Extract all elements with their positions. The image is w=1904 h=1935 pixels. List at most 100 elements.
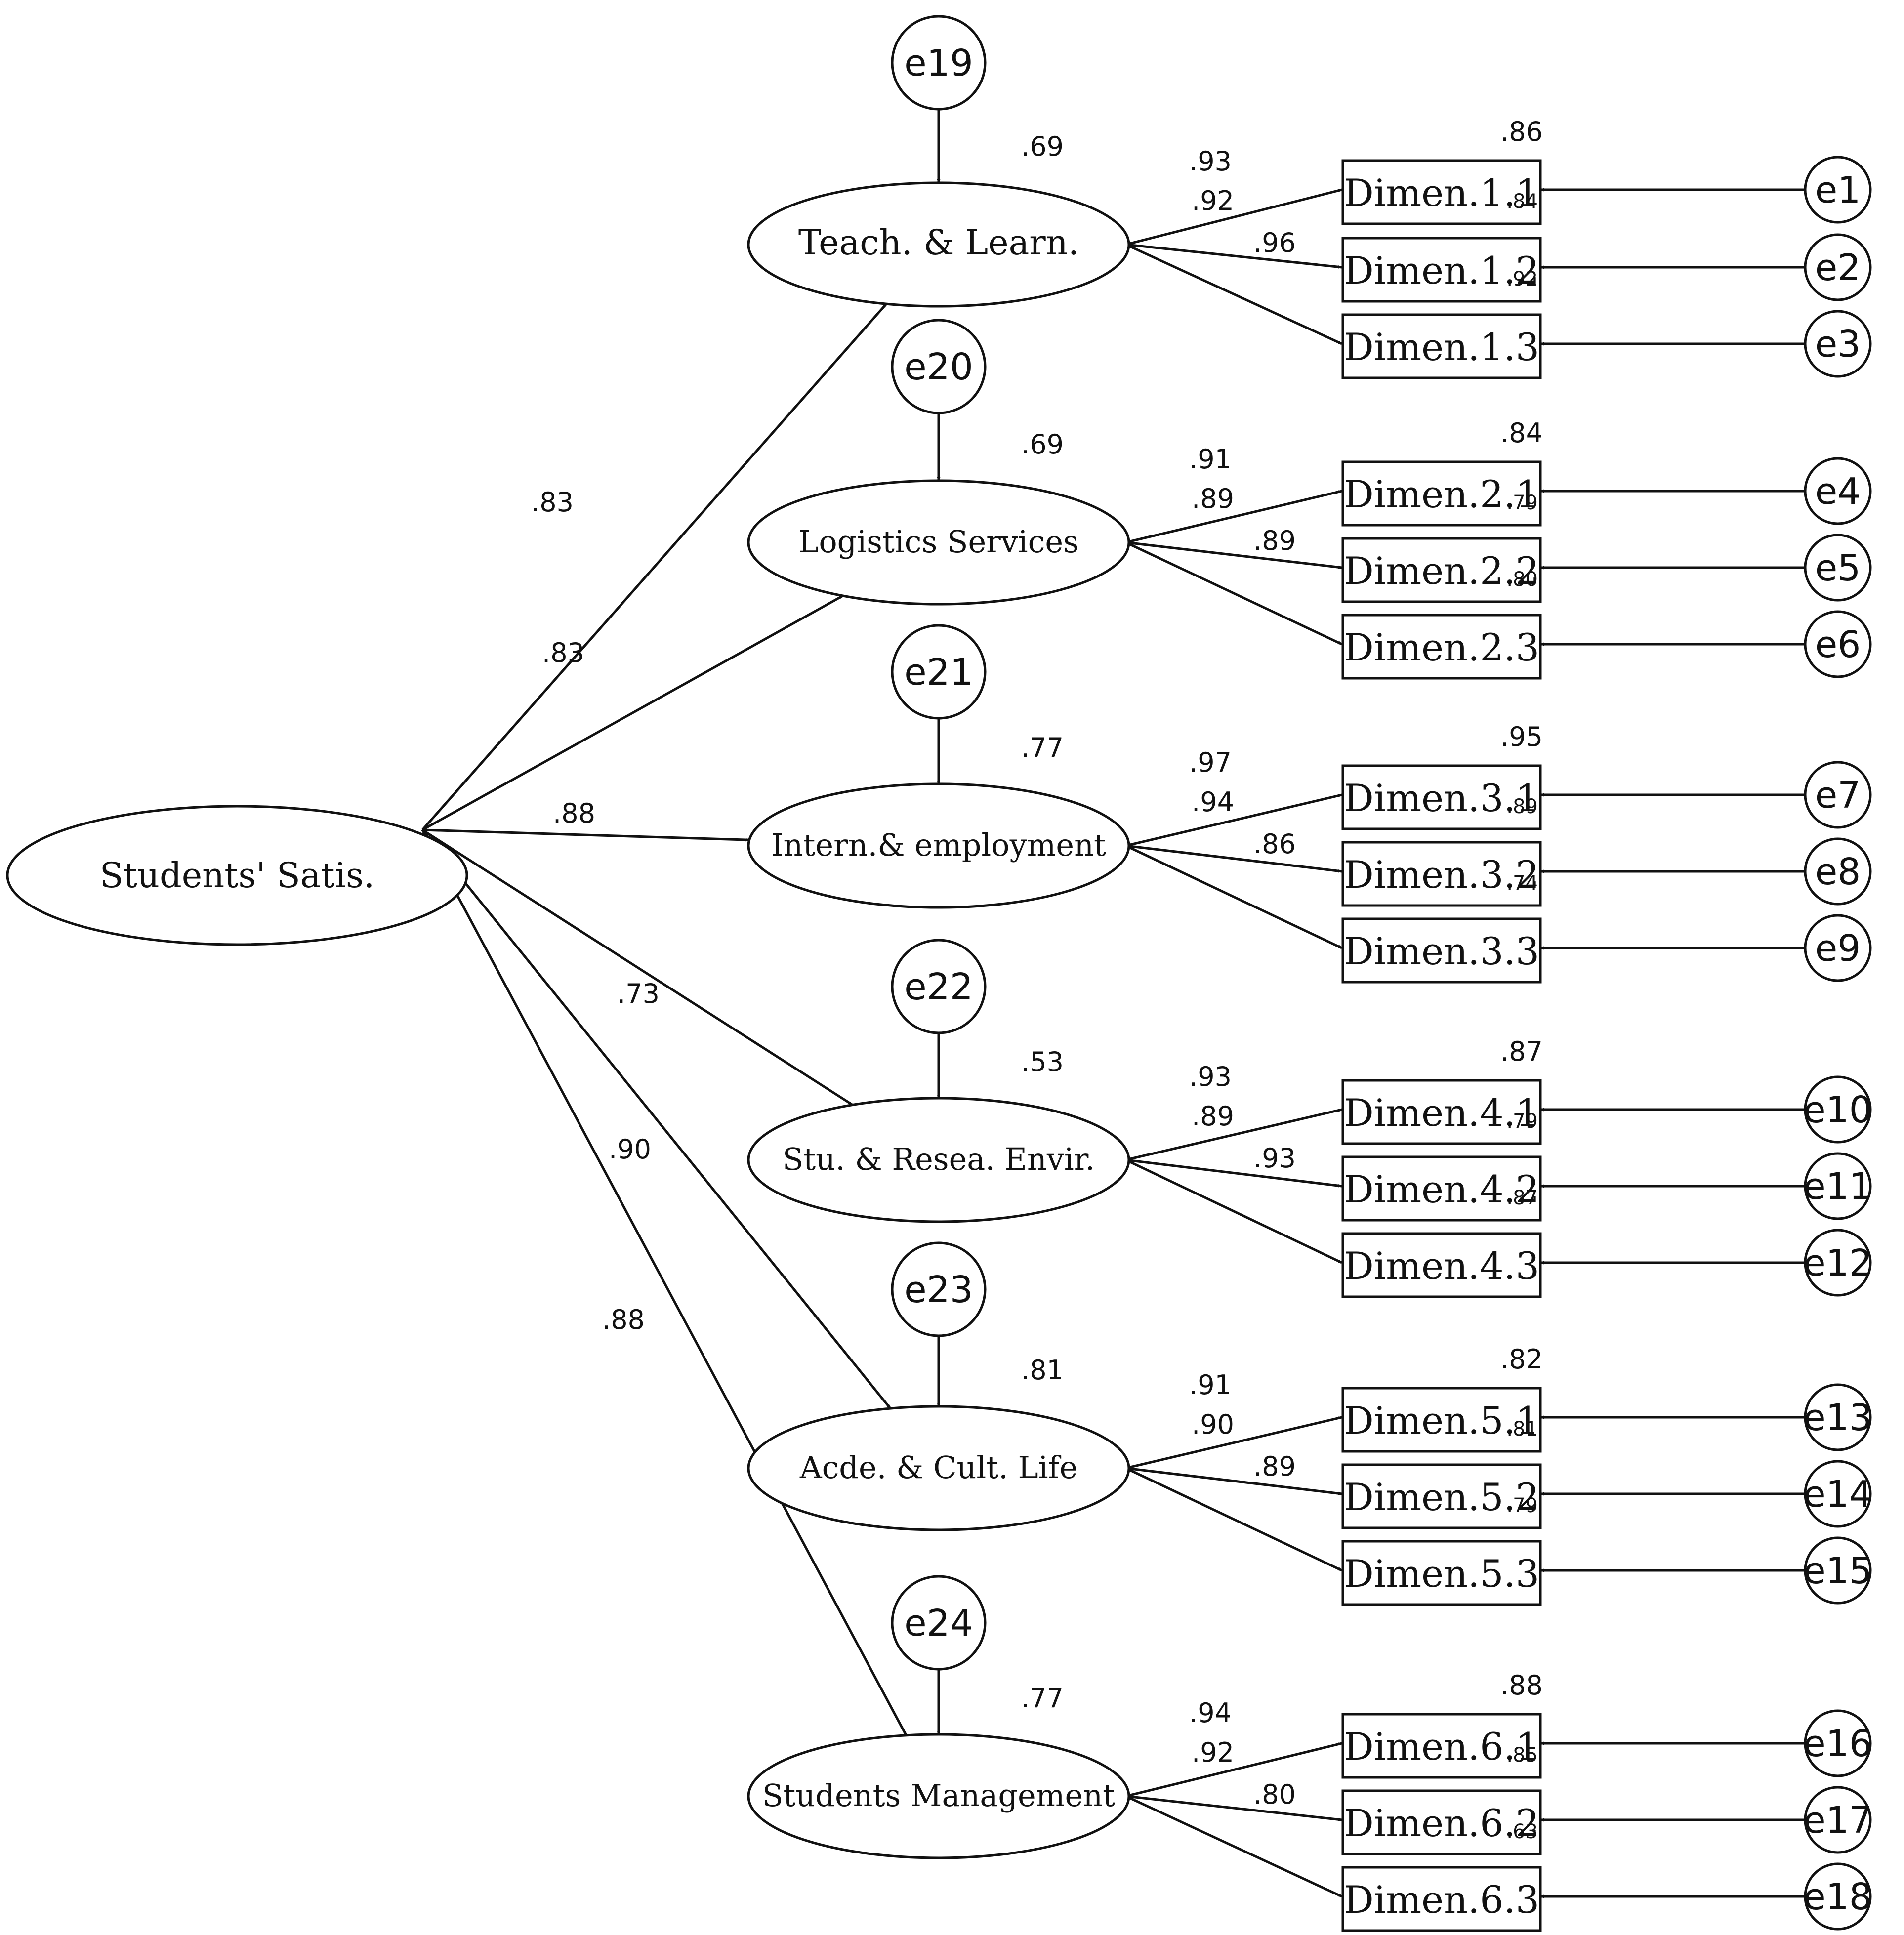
path-factor-to-indicator-5-1 xyxy=(1125,1416,1342,1470)
observed-indicator-box-4-1 xyxy=(1341,1079,1542,1145)
latent-factor-ellipse-2 xyxy=(747,479,1130,606)
observed-indicator-label-6-2: Dimen.6.2 xyxy=(1344,1801,1539,1845)
disturbance-label-5: e23 xyxy=(904,1269,973,1311)
measurement-error-label-4-3: e12 xyxy=(1803,1242,1872,1284)
indicator-r-squared-4-2: .79 xyxy=(1506,1110,1538,1133)
measurement-error-circle-6-1 xyxy=(1804,1709,1872,1777)
disturbance-circle-4 xyxy=(891,939,987,1034)
disturbance-circle-3 xyxy=(891,624,987,720)
observed-indicator-label-1-1: Dimen.1.1 xyxy=(1344,171,1539,215)
latent-factor-ellipse-3 xyxy=(747,782,1130,909)
measurement-error-circle-6-3 xyxy=(1804,1862,1872,1931)
latent-factor-label-5: Acde. & Cult. Life xyxy=(799,1449,1077,1485)
structural-coefficient-6: .88 xyxy=(602,1304,645,1335)
observed-indicator-label-3-2: Dimen.3.2 xyxy=(1344,853,1539,897)
measurement-error-label-1-1: e1 xyxy=(1815,169,1861,211)
measurement-error-circle-5-2 xyxy=(1804,1460,1872,1528)
indicator-r-squared-4-1: .87 xyxy=(1500,1036,1543,1067)
path-factor-to-indicator-2-2 xyxy=(1125,541,1342,569)
path-factor-to-indicator-2-1 xyxy=(1125,490,1342,544)
path-factor-to-indicator-4-3 xyxy=(1125,1158,1343,1264)
observed-indicator-label-2-1: Dimen.2.1 xyxy=(1344,472,1539,516)
observed-indicator-label-5-2: Dimen.5.2 xyxy=(1344,1475,1539,1519)
factor-r-squared-1: .69 xyxy=(1021,131,1064,162)
disturbance-label-6: e24 xyxy=(904,1602,973,1645)
measurement-error-label-4-2: e11 xyxy=(1803,1165,1872,1208)
measurement-error-circle-3-1 xyxy=(1804,761,1872,829)
measurement-error-label-3-1: e7 xyxy=(1815,774,1861,817)
measurement-error-label-2-1: e4 xyxy=(1815,470,1861,513)
latent-factor-label-3: Intern.& employment xyxy=(771,827,1106,863)
structural-coefficient-2: .83 xyxy=(542,637,584,668)
latent-factor-label-2: Logistics Services xyxy=(798,524,1079,560)
path-factor-to-indicator-1-1 xyxy=(1125,188,1342,246)
measurement-error-circle-5-1 xyxy=(1804,1383,1872,1451)
observed-indicator-box-1-1 xyxy=(1341,159,1542,225)
observed-indicator-box-2-2 xyxy=(1341,537,1542,603)
path-factor-to-indicator-3-2 xyxy=(1125,844,1342,873)
indicator-r-squared-1-2: .84 xyxy=(1506,190,1538,213)
indicator-r-squared-6-2: .85 xyxy=(1506,1744,1538,1767)
indicator-r-squared-5-1: .82 xyxy=(1500,1344,1543,1375)
indicator-r-squared-6-3: .63 xyxy=(1506,1820,1538,1843)
path-root-to-factor-3 xyxy=(422,828,749,842)
measurement-error-circle-2-2 xyxy=(1804,534,1872,602)
structural-coefficient-1: .83 xyxy=(531,487,574,518)
measurement-error-label-3-2: e8 xyxy=(1815,851,1861,893)
latent-factor-ellipse-5 xyxy=(747,1405,1130,1531)
measurement-error-label-5-1: e13 xyxy=(1803,1397,1872,1439)
factor-loading-3-3: .86 xyxy=(1253,828,1296,860)
factor-r-squared-2: .69 xyxy=(1021,429,1064,460)
observed-indicator-label-4-1: Dimen.4.1 xyxy=(1344,1091,1539,1135)
path-factor-to-indicator-6-1 xyxy=(1125,1742,1342,1798)
path-factor-to-indicator-6-3 xyxy=(1125,1795,1343,1898)
measurement-error-circle-1-2 xyxy=(1804,233,1872,301)
indicator-r-squared-1-1: .86 xyxy=(1500,116,1543,147)
disturbance-label-3: e21 xyxy=(904,651,973,694)
measurement-error-circle-3-3 xyxy=(1804,914,1872,982)
measurement-error-circle-2-1 xyxy=(1804,457,1872,525)
measurement-error-circle-4-3 xyxy=(1804,1229,1872,1297)
factor-loading-2-2: .89 xyxy=(1192,483,1234,514)
indicator-r-squared-6-1: .88 xyxy=(1500,1670,1543,1701)
path-root-to-factor-1 xyxy=(421,303,887,831)
path-factor-to-indicator-3-1 xyxy=(1125,793,1342,847)
observed-indicator-label-3-3: Dimen.3.3 xyxy=(1344,929,1539,973)
observed-indicator-label-4-2: Dimen.4.2 xyxy=(1344,1167,1539,1211)
structural-coefficient-3: .88 xyxy=(553,798,595,829)
path-factor-to-indicator-1-2 xyxy=(1125,243,1342,269)
latent-root-ellipse xyxy=(6,805,468,946)
factor-loading-1-2: .92 xyxy=(1192,185,1234,216)
observed-indicator-label-6-3: Dimen.6.3 xyxy=(1344,1878,1539,1922)
observed-indicator-box-2-3 xyxy=(1341,614,1542,680)
observed-indicator-box-5-3 xyxy=(1341,1540,1542,1606)
indicator-r-squared-3-2: .89 xyxy=(1506,795,1538,818)
factor-loading-6-1: .94 xyxy=(1189,1697,1232,1729)
path-root-to-factor-2 xyxy=(421,594,844,831)
observed-indicator-box-2-1 xyxy=(1341,460,1542,527)
observed-indicator-label-5-1: Dimen.5.1 xyxy=(1344,1399,1539,1442)
disturbance-circle-2 xyxy=(891,319,987,414)
indicator-r-squared-3-1: .95 xyxy=(1500,721,1543,752)
indicator-r-squared-4-3: .87 xyxy=(1506,1187,1538,1209)
observed-indicator-label-5-3: Dimen.5.3 xyxy=(1344,1552,1539,1596)
indicator-r-squared-5-2: .81 xyxy=(1506,1418,1538,1441)
indicator-r-squared-1-3: .92 xyxy=(1506,268,1538,290)
observed-indicator-box-1-3 xyxy=(1341,313,1542,379)
measurement-error-label-6-2: e17 xyxy=(1803,1799,1872,1842)
disturbance-circle-1 xyxy=(891,15,987,111)
factor-r-squared-4: .53 xyxy=(1021,1046,1064,1077)
indicator-r-squared-2-3: .80 xyxy=(1506,568,1538,591)
indicator-r-squared-2-2: .79 xyxy=(1506,492,1538,514)
observed-indicator-label-1-2: Dimen.1.2 xyxy=(1344,248,1539,292)
latent-root-label: Students' Satis. xyxy=(100,855,374,896)
latent-factor-label-4: Stu. & Resea. Envir. xyxy=(783,1141,1095,1177)
indicator-r-squared-3-3: .74 xyxy=(1506,872,1538,895)
factor-loading-6-2: .92 xyxy=(1192,1737,1234,1768)
observed-indicator-box-4-3 xyxy=(1341,1232,1542,1298)
disturbance-circle-5 xyxy=(891,1241,987,1337)
observed-indicator-label-6-1: Dimen.6.1 xyxy=(1344,1725,1539,1769)
path-root-to-factor-4 xyxy=(421,828,853,1106)
observed-indicator-label-2-2: Dimen.2.2 xyxy=(1344,549,1539,593)
observed-indicator-box-6-3 xyxy=(1341,1866,1542,1932)
